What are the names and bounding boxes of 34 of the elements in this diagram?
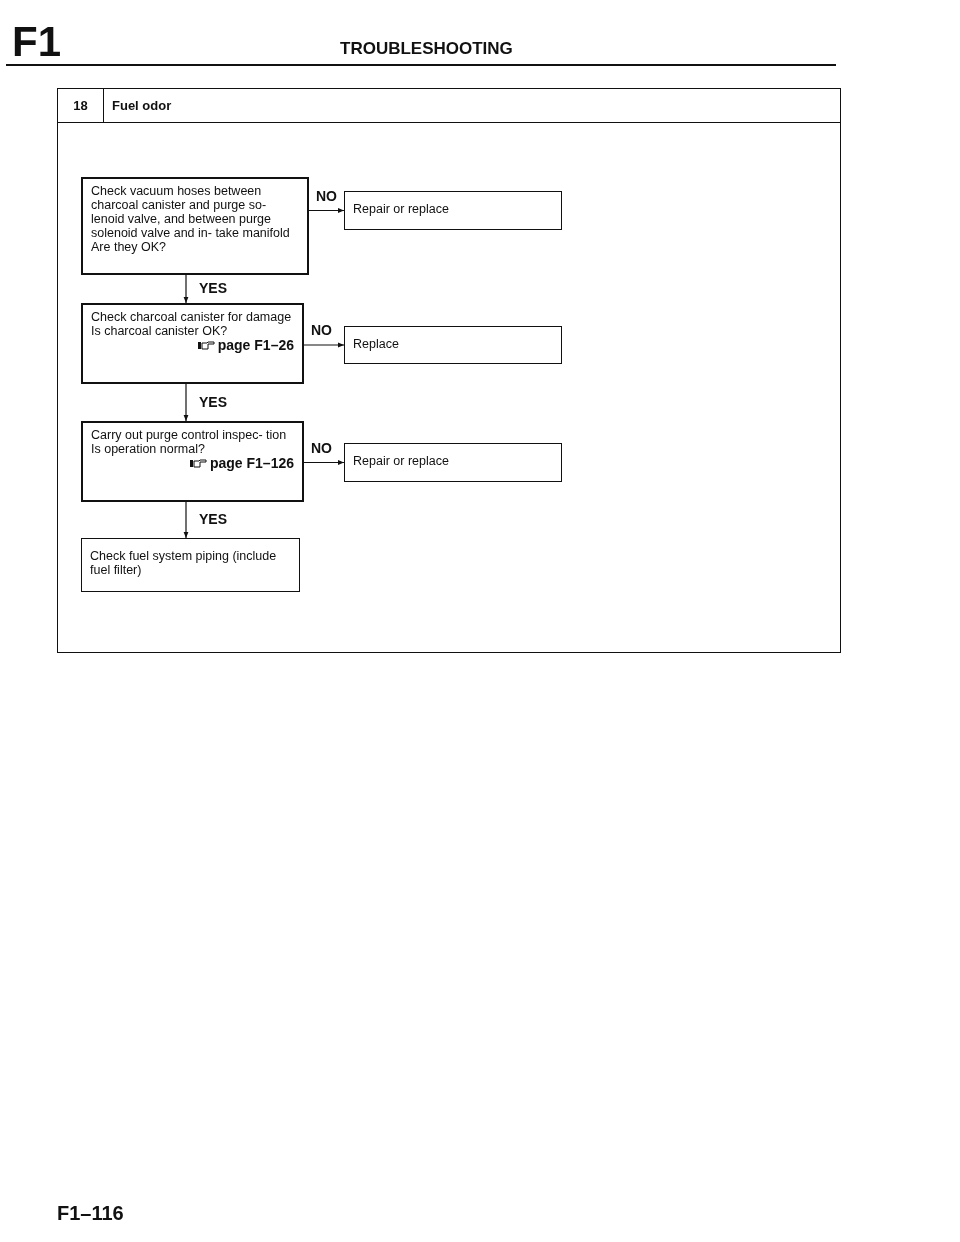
item-title: Fuel odor [111,97,172,115]
arrow [183,274,189,304]
step-text: Check charcoal canister for damage [91,310,293,324]
arrow [303,342,345,348]
step-text: Check vacuum hoses between charcoal canister and purge so- lenoid valve, and between purge solenoid valve and in- take manifold [91,184,291,240]
item-number: 18 [58,89,104,122]
step-text: Are they OK? [91,240,168,254]
step-text: Repair or replace [353,454,450,468]
action-box [344,191,562,230]
step-text: Is operation normal? [91,442,206,456]
section-frame [57,88,841,653]
check-box [81,177,309,275]
arrow [308,208,345,213]
action-box [344,443,562,482]
arrow [183,501,189,539]
step-text: Check fuel system piping (include fuel filter) [90,549,278,577]
step-text: Repair or replace [353,202,450,216]
check-box [81,421,304,502]
section-code: F1 [12,20,61,64]
step-text: Carry out purge control inspec- tion [91,428,288,442]
arrow [303,460,345,465]
edge-label: NO [310,322,333,338]
check-box [81,538,300,592]
edge-label: YES [198,280,228,296]
edge-label: YES [198,511,228,527]
page-title: TROUBLESHOOTING [340,39,513,59]
check-box [81,303,304,384]
page-reference: page F1–26 [217,338,294,352]
step-text: Replace [353,337,400,351]
page-number: F1–116 [57,1202,124,1225]
arrow [183,383,189,422]
action-box [344,326,562,364]
page-reference: page F1–126 [209,456,294,470]
step-text: Is charcoal canister OK? [91,324,229,338]
